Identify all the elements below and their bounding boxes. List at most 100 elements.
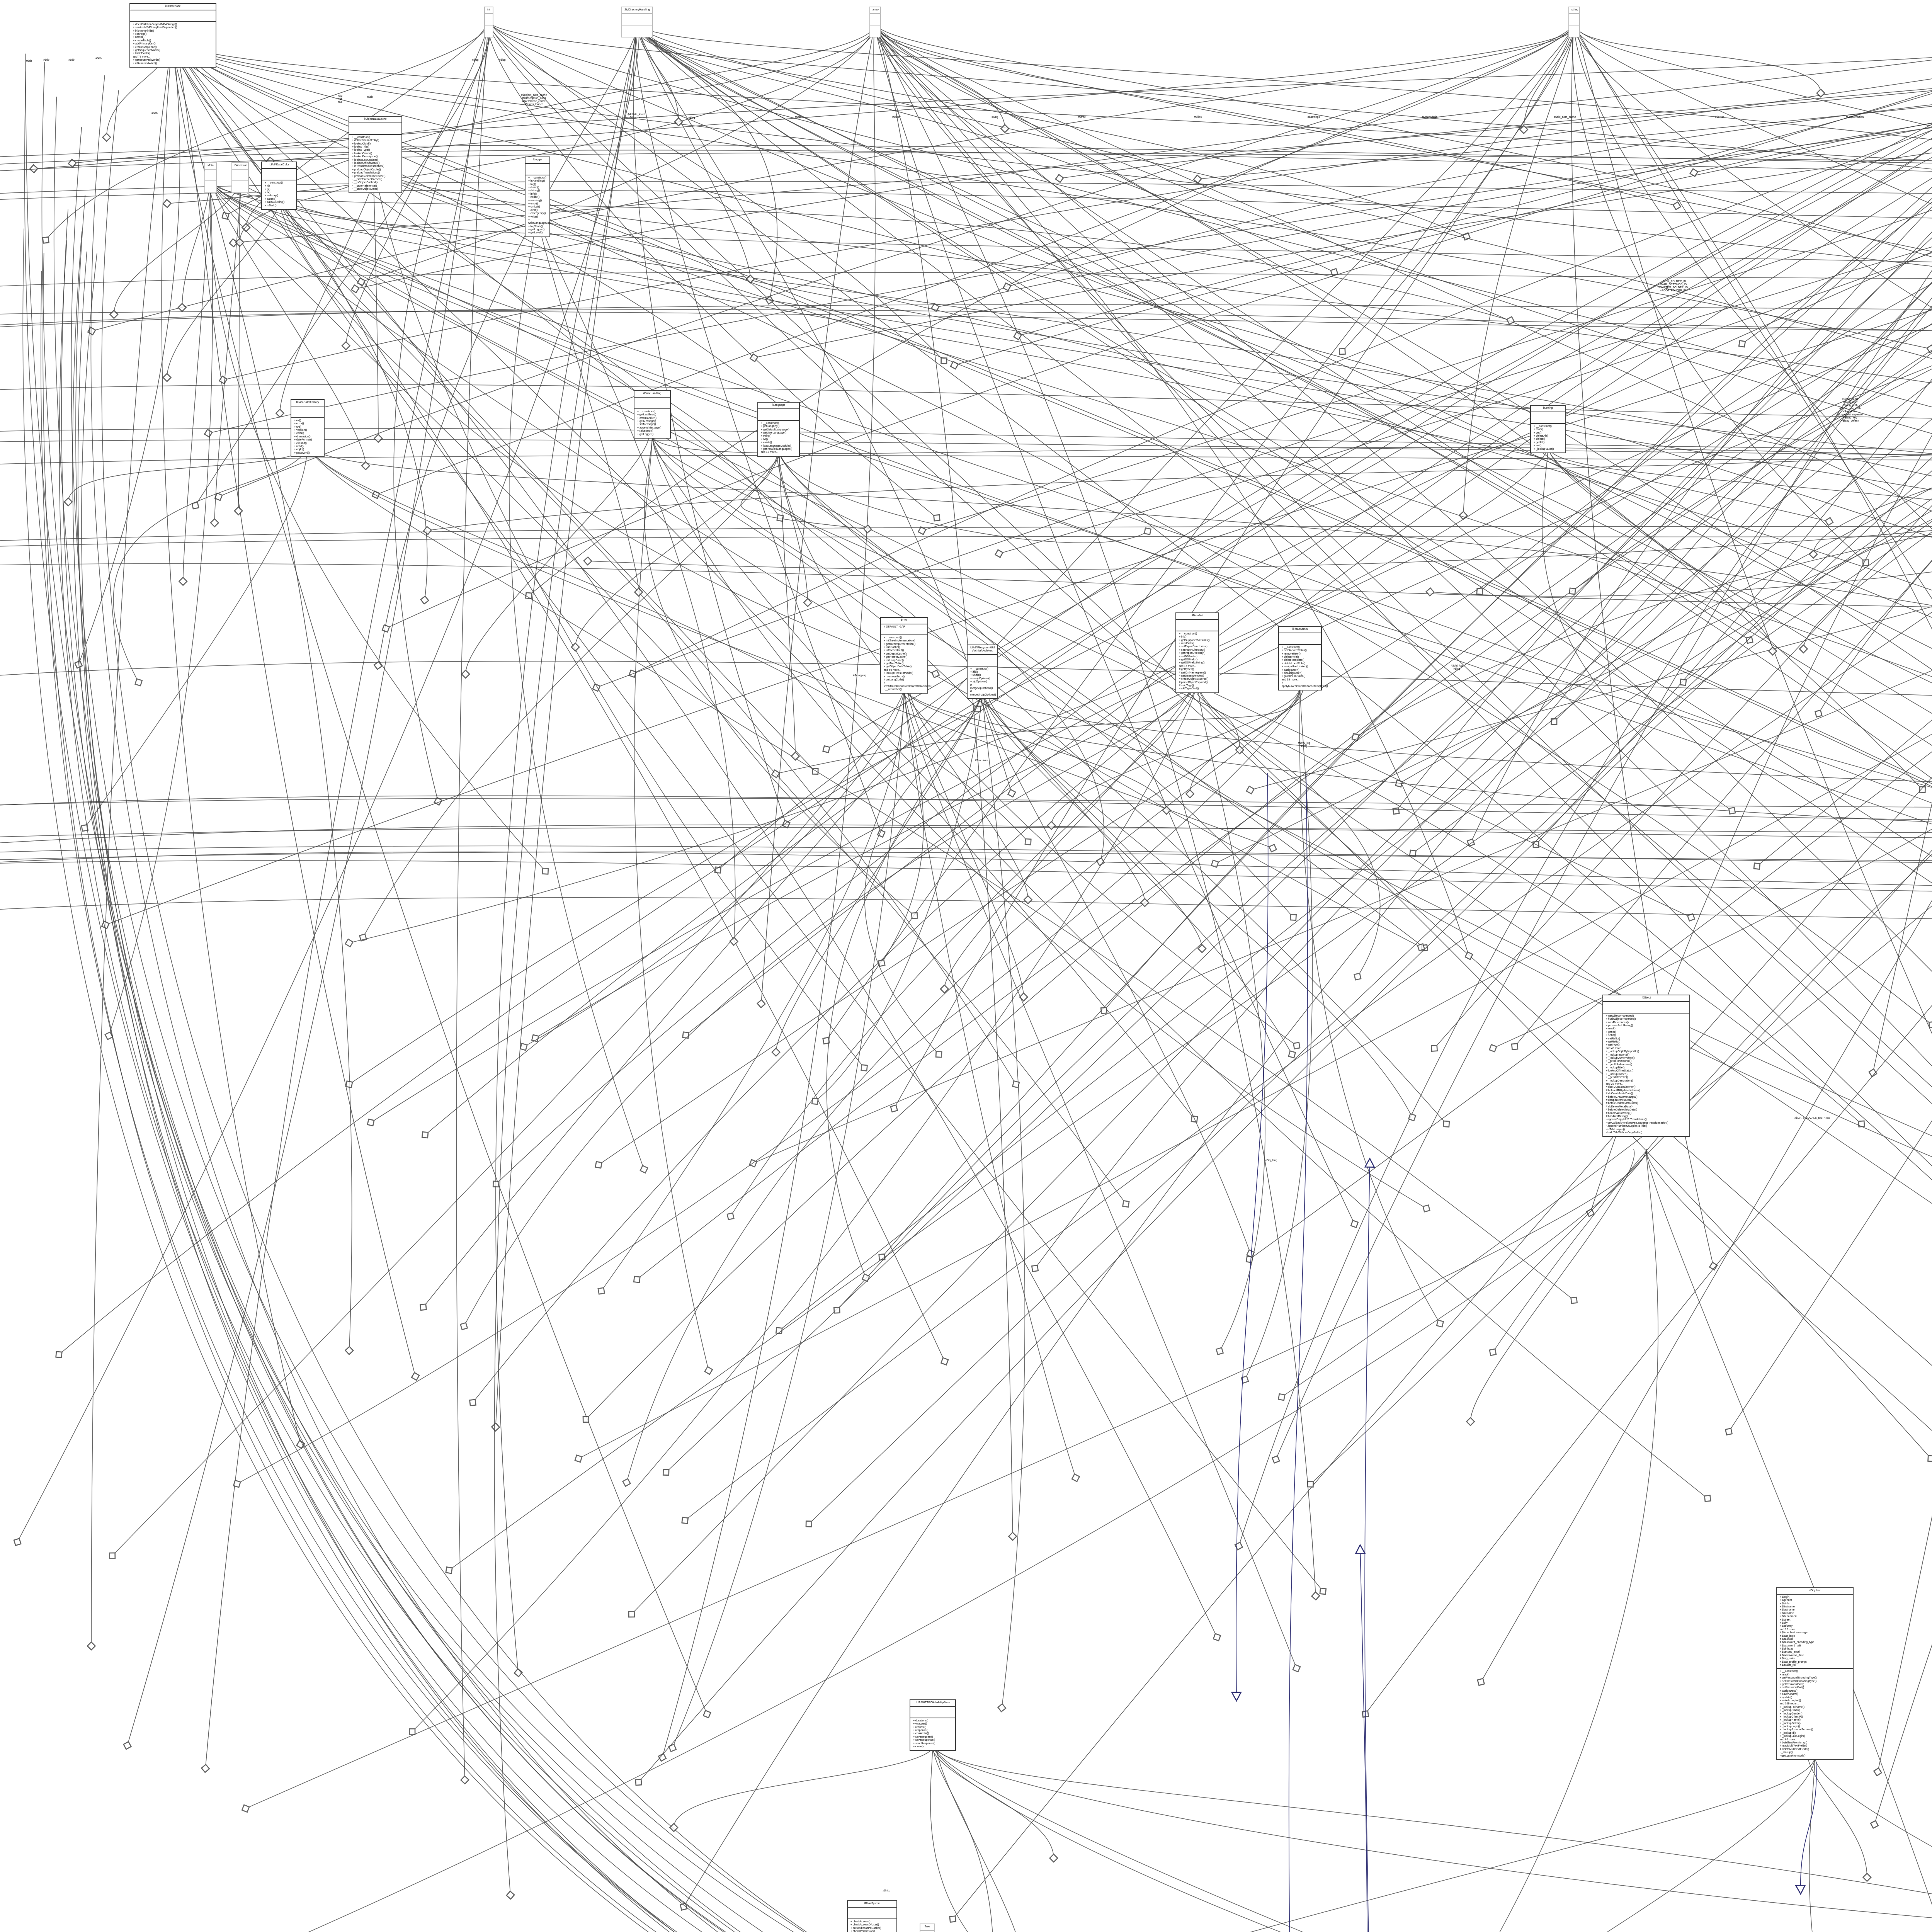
edge-label: ilObj_lang bbox=[1265, 1159, 1277, 1162]
uml-class-ilerrorhandling[interactable]: ilErrorHandling + __construct() + getLast… bbox=[634, 390, 671, 439]
uml-class-ildbinterface[interactable]: ilDBInterface+ doesCollationSupportMB4St… bbox=[129, 3, 216, 68]
uml-class-ilias-filesystem-util-archive-archives[interactable]: ILIAS\Filesystem\Util \Archive\Archives +… bbox=[967, 645, 998, 699]
class-title: ILIAS\Filesystem\Util \Archive\Archives bbox=[968, 645, 997, 655]
uml-class-dimension[interactable]: Dimension bbox=[231, 162, 249, 193]
class-operations: + __construct() + initTreeImplementation… bbox=[884, 636, 932, 691]
class-title: string bbox=[1569, 7, 1579, 14]
uml-class-ilias-http-globalhttpstate[interactable]: ILIAS\HTTP\GlobalHttpState + durations() … bbox=[910, 1699, 956, 1751]
class-attributes bbox=[349, 123, 401, 135]
edge-label: #$http bbox=[883, 1889, 890, 1892]
class-title: ilDataSet bbox=[1176, 613, 1218, 620]
edge-label: #$log bbox=[688, 117, 695, 119]
class-attributes bbox=[1279, 633, 1321, 645]
class-operations bbox=[232, 181, 248, 192]
class-attributes bbox=[870, 14, 880, 26]
uml-class-ilrbacadmin[interactable]: ilRbacAdmin+ __construct() + setBlockedS… bbox=[1278, 626, 1328, 690]
class-attributes bbox=[1569, 14, 1579, 26]
class-attributes bbox=[622, 14, 652, 26]
class-operations: + durations() + wrapper() + request() + … bbox=[913, 1719, 935, 1748]
edge-label: #$settings bbox=[1308, 116, 1320, 119]
uml-class-ilobjuser[interactable]: ilObjUser+ $login + $gender + $utitle + … bbox=[1776, 1587, 1854, 1760]
class-operations: + __construct() + r() + g() + b() + asAr… bbox=[265, 181, 285, 207]
class-title: ILIAS\Data\Color bbox=[262, 162, 296, 169]
edge-label: +USER_FOLDER_ID +MAIL_SETTINGS_ID +SYSTE… bbox=[1658, 280, 1688, 293]
edge-label: #$rbacadmin bbox=[1422, 116, 1438, 119]
uml-class-ilobjectdatacache[interactable]: ilObjectDataCache + __construct() + delet… bbox=[349, 116, 402, 194]
edge-label: #$objDefinition bbox=[1845, 116, 1864, 119]
class-title: ZipDirectoryHandling bbox=[622, 7, 652, 14]
class-attributes bbox=[634, 398, 670, 409]
class-title: ilObjUser bbox=[1777, 1588, 1853, 1595]
uml-class-tree[interactable]: Tree bbox=[920, 1923, 935, 1932]
uml-class-string[interactable]: string bbox=[1568, 7, 1580, 37]
class-attributes bbox=[232, 170, 248, 181]
uml-class-ilsetting[interactable]: ilSetting+ __construct() + read() + get(… bbox=[1530, 405, 1566, 453]
class-attributes bbox=[526, 164, 549, 175]
edge-label: #$db bbox=[795, 116, 801, 119]
class-attributes bbox=[758, 409, 799, 421]
class-attributes bbox=[262, 169, 296, 180]
edge-label: #$tree bbox=[1078, 116, 1086, 119]
uml-class-int[interactable]: int bbox=[484, 7, 493, 37]
class-attributes bbox=[1531, 412, 1565, 424]
class-operations: + __construct() + getLangKey() + getDefa… bbox=[761, 422, 793, 454]
edge-label: #$obj_log #$log bbox=[1451, 665, 1463, 671]
class-attributes bbox=[485, 14, 493, 26]
class-title: Dimension bbox=[232, 163, 248, 170]
class-title: ilObjectDataCache bbox=[349, 117, 401, 123]
edge-label: -$deflate_level -$iterations bbox=[627, 113, 645, 119]
edge-label: #$db bbox=[367, 96, 373, 99]
class-title: ILIAS\Data\Factory bbox=[291, 400, 324, 406]
edge-label: #$archives bbox=[975, 759, 988, 762]
edge-label: #$db bbox=[26, 60, 32, 63]
class-attributes: + $login + $gender + $utitle + $firstnam… bbox=[1777, 1595, 1853, 1669]
class-operations: + __construct() + isHandling() + log() +… bbox=[528, 176, 553, 235]
edge-label: #$lng bbox=[992, 116, 998, 119]
edge-label: #$g #$r #$b bbox=[338, 95, 342, 104]
edge-label: #$user bbox=[892, 116, 901, 119]
class-title: int bbox=[485, 7, 493, 14]
edge-label: #$object_data_cache #$description_trans … bbox=[521, 94, 547, 106]
edge-label: #$log bbox=[472, 59, 479, 61]
edge-label: #$log bbox=[499, 59, 506, 61]
class-attributes bbox=[291, 406, 324, 418]
uml-class-meta[interactable]: Meta bbox=[204, 162, 217, 193]
edge-label: #$db bbox=[95, 57, 102, 60]
class-attributes bbox=[1176, 620, 1218, 631]
uml-class-ilias-data-factory[interactable]: ILIAS\Data\Factory+ ok() + error() + uri… bbox=[291, 399, 325, 457]
class-attributes: # DEFAULT_GAP bbox=[881, 624, 927, 635]
uml-class-illogger[interactable]: ilLogger+ __construct() + isHandling() +… bbox=[525, 156, 553, 237]
uml-class-illanguage[interactable]: ilLanguage + __construct() + getLangKey()… bbox=[757, 402, 800, 457]
class-title: ilErrorHandling bbox=[634, 391, 670, 398]
class-attributes bbox=[848, 1908, 896, 1919]
uml-class-zipdirectoryhandling[interactable]: ZipDirectoryHandling bbox=[621, 7, 653, 37]
class-attributes bbox=[205, 170, 216, 181]
uml-class-ilias-data-color[interactable]: ILIAS\Data\Color + __construct() + r() + … bbox=[261, 162, 297, 210]
class-operations: + __construct() + read() + getPasswordEn… bbox=[1780, 1670, 1817, 1757]
class-operations: + __construct() + zip() + unzip() + unzi… bbox=[970, 667, 996, 696]
class-operations: + __construct() + read() + get() + delet… bbox=[1534, 425, 1554, 451]
edge-label: #$ilias bbox=[1194, 116, 1202, 119]
class-operations: + __construct() + init() + getSupportedV… bbox=[1179, 632, 1210, 690]
class-operations bbox=[870, 26, 880, 37]
class-operations bbox=[485, 26, 493, 37]
edge-label: #$svy_log #$log bbox=[1298, 742, 1310, 748]
class-operations: + __construct() + setBlockedStatus() + r… bbox=[1282, 646, 1328, 688]
class-operations: + __construct() + deleteCachedEntry() + … bbox=[352, 136, 386, 191]
uml-class-array[interactable]: array bbox=[869, 7, 881, 37]
edge-label: #$mapping bbox=[853, 674, 867, 677]
edge-label: #$error bbox=[1715, 116, 1724, 119]
class-operations bbox=[205, 181, 216, 192]
class-operations: + doesCollationSupportMB4Strings() + san… bbox=[133, 23, 177, 65]
uml-class-iltree[interactable]: ilTree# DEFAULT_GAP+ __construct() + ini… bbox=[880, 617, 932, 694]
uml-class-ildataset[interactable]: ilDataSet + __construct() + init() + getS… bbox=[1175, 612, 1219, 693]
uml-class-ilrbacsystem[interactable]: ilRbacSystem+ checkAccess() + checkAcces… bbox=[847, 1900, 897, 1932]
edge-label: #$db bbox=[68, 59, 75, 61]
edge-label: #$obj_data_cache bbox=[1554, 116, 1576, 119]
uml-class-ilobject[interactable]: ilObject+ getObjectProperties() + flushO… bbox=[1602, 995, 1690, 1137]
edge-label: #$db bbox=[151, 112, 158, 115]
class-title: ILIAS\HTTP\GlobalHttpState bbox=[910, 1700, 955, 1707]
class-title: ilLanguage bbox=[758, 403, 799, 409]
class-operations: + __construct() + getLastError() + error… bbox=[637, 410, 662, 436]
